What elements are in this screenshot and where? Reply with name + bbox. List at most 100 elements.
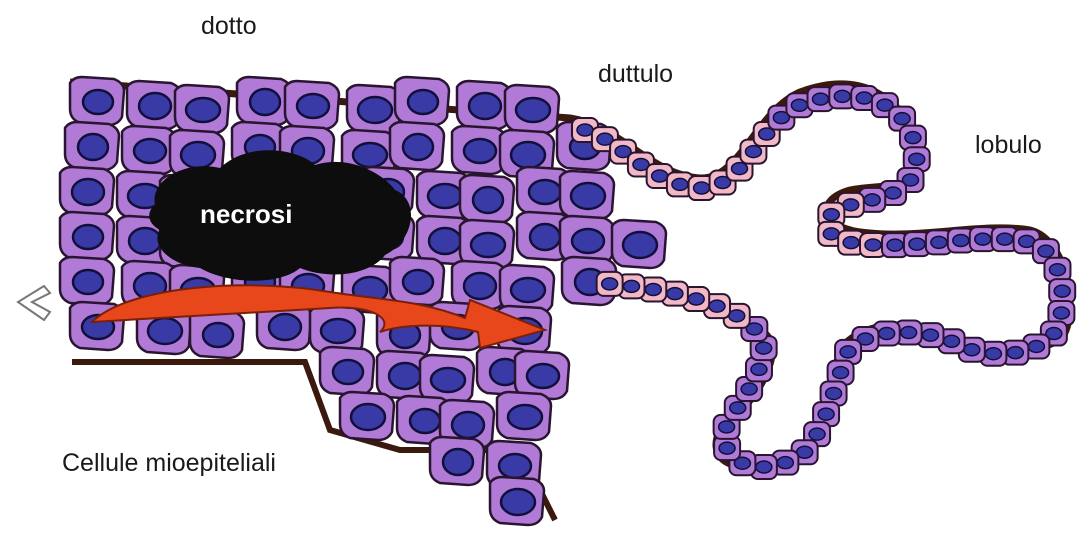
ductal-cell-nucleus [250,89,280,115]
ductal-cell-nucleus [464,139,496,163]
ductal-cell [452,126,506,174]
lobular-cell-nucleus [777,457,793,469]
lobular-cell-nucleus [864,194,880,206]
ductal-cell [390,122,444,170]
ductal-cell [490,477,544,525]
ductal-cell-nucleus [511,142,545,168]
ductal-cell-nucleus [571,183,605,209]
ductal-cell-nucleus [358,97,392,123]
ductal-cell [420,355,474,403]
lobular-cell-nucleus [719,442,735,454]
ductal-cell-nucleus [78,134,108,160]
ductal-cell-nucleus [269,314,301,340]
ductal-cell-nucleus [429,228,461,254]
lobular-cell-nucleus [709,300,725,312]
ductal-cell-nucleus [203,323,233,347]
ductal-cell-nucleus [410,409,440,433]
ductal-cell-nucleus [72,179,104,205]
ductal-cell-nucleus [139,93,171,119]
lobular-cell-nucleus [931,236,947,248]
ductal-cell-nucleus [321,319,355,343]
lobular-cell-nucleus [909,238,925,250]
ductal-cell [60,257,114,305]
lobular-cell-nucleus [694,182,710,194]
lobular-cell-nucleus [1007,347,1023,359]
ductal-cell-nucleus [83,90,113,114]
lobular-cell-nucleus [879,328,895,340]
lobular-cell-nucleus [833,367,849,379]
ductal-cell-nucleus [389,363,421,389]
lobular-cell-nucleus [818,408,834,420]
lobular-cell-nucleus [1028,340,1044,352]
lobular-cell-nucleus [602,278,618,290]
lobular-cell-nucleus [751,363,767,375]
ductal-cell-nucleus [351,404,385,430]
ductal-cell-nucleus [469,93,501,119]
lobular-cell-nucleus [885,187,901,199]
ductal-cell [237,77,291,125]
lobular-cell-nucleus [745,146,761,158]
lobular-cell-nucleus [843,237,859,249]
ductal-cell-nucleus [129,228,161,254]
lobular-cell-nucleus [1049,264,1065,276]
lobular-cell-nucleus [887,239,903,251]
ductal-cell [60,167,114,215]
lobular-cell-nucleus [901,327,917,339]
lobular-cell-nucleus [909,153,925,165]
ductal-cell [320,347,374,395]
label-necrosi: necrosi [200,201,293,227]
lobular-cell-nucleus [840,346,856,358]
ductal-cell-nucleus [403,134,433,160]
ductal-cell-nucleus [511,278,545,302]
ductal-cell [497,392,551,440]
lobular-cell-nucleus [652,170,668,182]
lobular-cell-nucleus [729,310,745,322]
lobular-cell-nucleus [756,342,772,354]
ductal-cell [60,212,114,260]
ductal-cell-nucleus [297,94,329,118]
lobular-cell-nucleus [577,124,593,136]
ductal-cell [505,85,559,133]
ductal-cell [452,261,506,309]
ductal-cell-nucleus [403,270,433,294]
ductal-cell-nucleus [464,273,496,299]
lobular-cell-nucleus [813,93,829,105]
ductal-cell-nucleus [443,449,473,475]
lobular-cell-nucleus [905,132,921,144]
lobular-cell-nucleus [688,293,704,305]
lobular-cell-nucleus [997,233,1013,245]
ductal-cell [70,77,124,125]
ductal-cell-nucleus [428,184,462,208]
label-lobulo: lobulo [975,133,1042,158]
ductal-cell-nucleus [516,98,550,122]
ductal-cell-nucleus [623,232,657,258]
ductal-cell-nucleus [186,98,220,122]
lobular-cell-nucleus [756,461,772,473]
lobular-cell-nucleus [809,428,825,440]
lobular-cell-nucleus [865,239,881,251]
ductal-cell [395,77,449,125]
lobular-cell [900,126,926,150]
lobular-cell-nucleus [1038,245,1054,257]
ductal-cell-nucleus [181,142,215,168]
lobular-cell-nucleus [1054,285,1070,297]
ductal-cell [457,81,511,129]
label-duttulo: duttulo [598,62,673,87]
ductal-cell [460,175,514,223]
ductal-cell [127,81,181,129]
ductal-cell-nucleus [353,143,387,167]
ductal-cell-nucleus [473,187,503,213]
ductal-cell [340,392,394,440]
lobular-cell-nucleus [823,209,839,221]
label-dotto: dotto [201,14,257,39]
lobular-cell-nucleus [741,383,757,395]
chevron-left-icon [18,286,50,320]
lobular-cell-nucleus [672,178,688,190]
lobular-cell-nucleus [944,335,960,347]
lobular-cell-nucleus [645,284,661,296]
lobular-cell-nucleus [826,387,842,399]
ductal-cell-nucleus [508,405,542,429]
lobular-cell-nucleus [667,288,683,300]
lobular-cell-nucleus [1053,307,1069,319]
lobular-cell [597,272,623,296]
